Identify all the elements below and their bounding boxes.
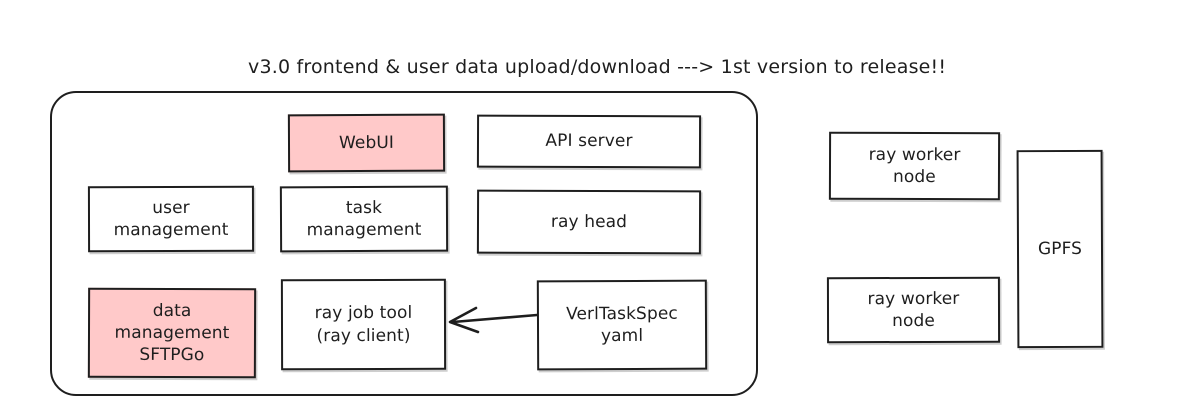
node-verl-task-spec[interactable]: VerlTaskSpec yaml [536,279,708,371]
node-data-management-label: data management SFTPGo [114,300,230,366]
node-gpfs-label: GPFS [1037,238,1083,260]
node-ray-worker-1-label: ray worker node [868,144,961,188]
node-verl-task-spec-label: VerlTaskSpec yaml [566,303,678,347]
node-ray-head-label: ray head [550,211,628,233]
node-webui-label: WebUI [338,132,395,154]
node-user-management-label: user management [113,197,229,241]
node-ray-head[interactable]: ray head [476,189,702,255]
node-ray-worker-1[interactable]: ray worker node [828,131,1001,201]
node-data-management[interactable]: data management SFTPGo [87,287,257,379]
platform-group-frame [50,91,758,396]
node-task-management-label: task management [306,197,422,241]
node-ray-job-tool-label: ray job tool (ray client) [314,303,413,346]
node-user-management[interactable]: user management [87,185,255,253]
node-task-management[interactable]: task management [279,185,449,253]
diagram-title: v3.0 frontend & user data upload/downloa… [248,56,947,78]
node-ray-worker-2[interactable]: ray worker node [826,276,1001,344]
node-gpfs[interactable]: GPFS [1016,149,1104,349]
node-ray-job-tool[interactable]: ray job tool (ray client) [280,278,447,371]
node-api-server[interactable]: API server [476,114,702,169]
node-ray-worker-2-label: ray worker node [867,288,960,332]
node-webui[interactable]: WebUI [287,113,446,173]
node-api-server-label: API server [545,131,633,152]
